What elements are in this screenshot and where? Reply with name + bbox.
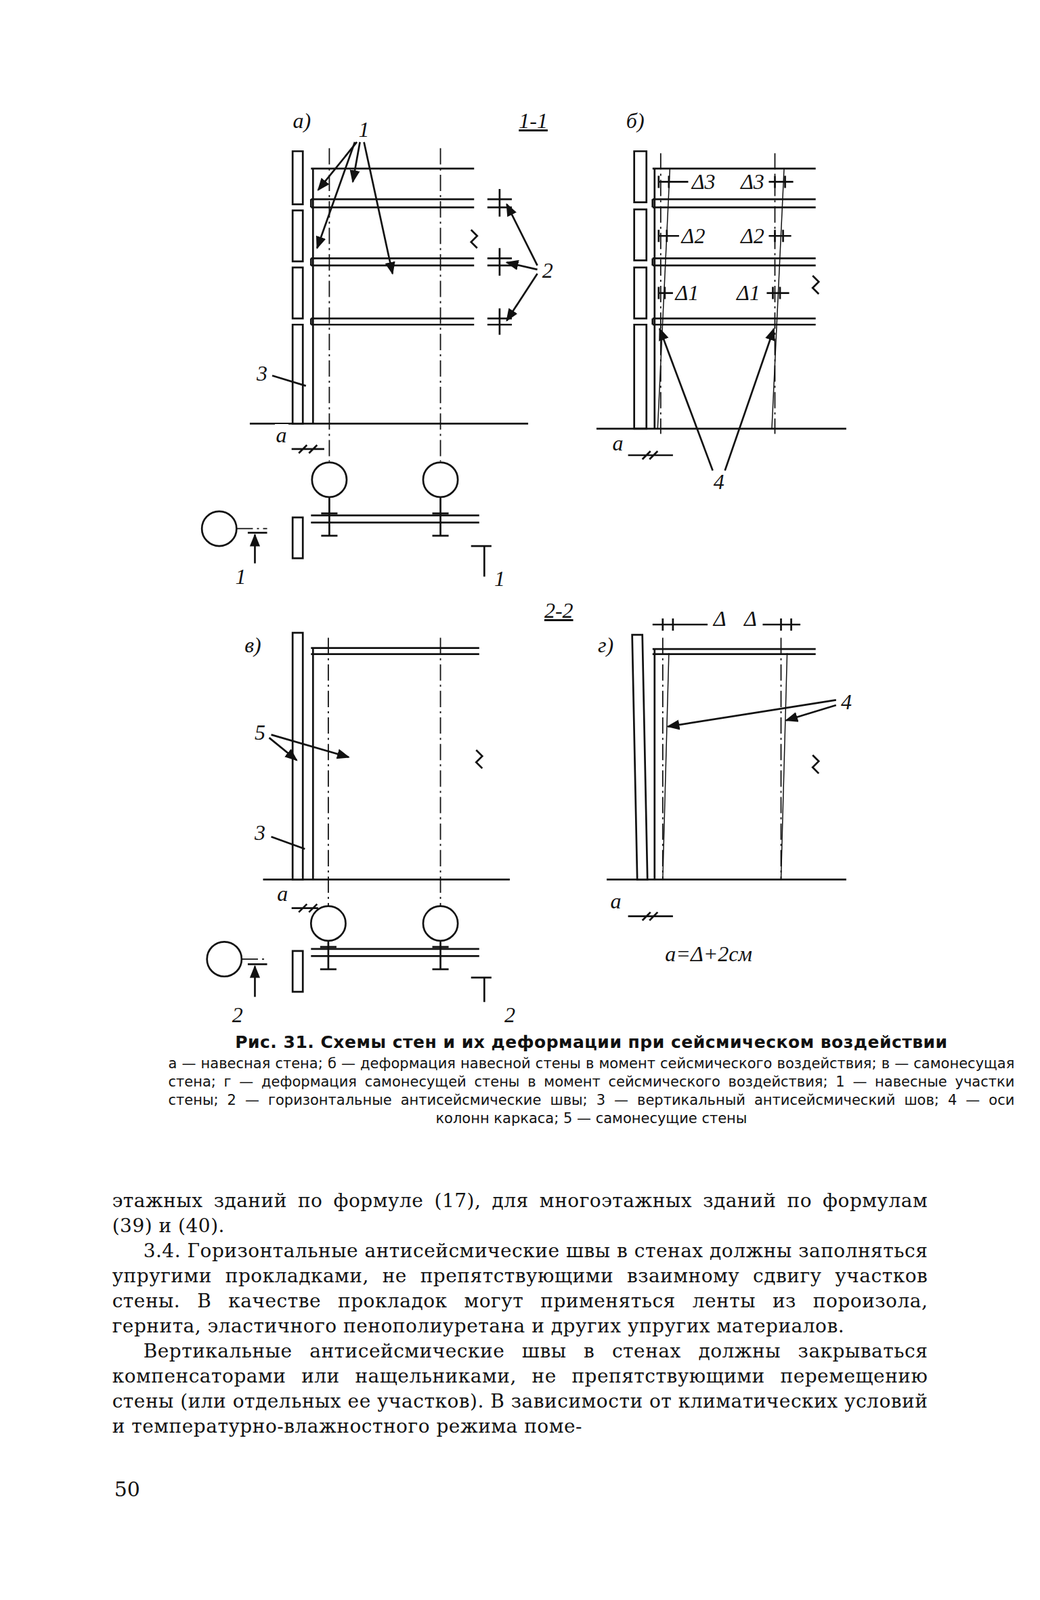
deformed-axes: [657, 168, 785, 429]
callout-label: Δ3: [739, 170, 766, 193]
plan-view: [201, 511, 480, 558]
callout-label: 5: [253, 721, 267, 743]
callout-label: 4: [712, 470, 726, 493]
break-mark: [812, 754, 819, 774]
leader-line: [725, 328, 774, 470]
paragraph: 3.4. Горизонтальные антисейсмические швы…: [112, 1237, 929, 1338]
callout-label: а=Δ+2см: [663, 942, 754, 965]
callout-label: 1: [357, 118, 372, 141]
leader-line: [272, 375, 307, 386]
callout-label: 1: [233, 565, 248, 588]
frame: [652, 648, 816, 879]
tilted-wall: [632, 634, 648, 879]
floor-slabs: [652, 168, 816, 429]
caption-key: а — навесная стена; б — деформация навес…: [167, 1054, 1015, 1128]
callout-label: а: [609, 889, 623, 912]
wall-panels: [634, 150, 647, 429]
callout-label: 4: [839, 690, 854, 713]
leader-line: [352, 142, 361, 183]
ground-line: [263, 878, 510, 881]
leader-line: [506, 273, 537, 321]
leader-line: [506, 204, 537, 266]
leader-line: [659, 328, 713, 470]
plan-axis: [236, 528, 267, 530]
callout-label: а: [274, 423, 289, 446]
column-axes: [662, 637, 782, 880]
callout-label: Δ: [742, 607, 759, 630]
leader-line: [271, 836, 306, 849]
column-axes: [660, 153, 776, 434]
ground-line: [606, 878, 847, 881]
plan-view: [207, 941, 480, 992]
callout-label: 3: [253, 821, 267, 843]
callout-label: б): [624, 109, 646, 132]
axis-circles: [312, 462, 458, 514]
page-number: 50: [114, 1476, 141, 1501]
body-text: этажных зданий по формуле (17), для мног…: [112, 1187, 929, 1439]
callout-label: 1: [492, 567, 507, 590]
leader-line: [506, 262, 537, 270]
frame: [310, 647, 479, 880]
callout-label: г): [596, 633, 615, 656]
leader-line: [318, 142, 357, 191]
deformed-axes: [662, 652, 788, 879]
leader-line: [786, 704, 837, 721]
dimension-line: [628, 450, 674, 460]
callout-label: Δ2: [680, 224, 707, 247]
callout-label: 2: [540, 259, 555, 281]
axis-circles: [310, 905, 458, 947]
ground-line: [596, 427, 847, 430]
callout-label: а): [291, 109, 313, 132]
leader-line: [667, 699, 836, 726]
paragraph: этажных зданий по формуле (17), для мног…: [112, 1187, 929, 1238]
callout-label: Δ2: [739, 224, 766, 247]
column-axes: [328, 637, 441, 906]
callout-label: 2: [230, 1003, 245, 1026]
callout-label: Δ1: [674, 281, 701, 304]
leader-line: [271, 734, 349, 757]
self-supporting-wall: [292, 632, 303, 879]
drawing-lines: [201, 142, 847, 1002]
callout-label: Δ: [712, 607, 728, 630]
section-mark: [247, 962, 268, 965]
shift-dimensions: [658, 175, 794, 299]
ground-line: [249, 422, 529, 425]
leader-line: [364, 142, 393, 274]
callout-label: в): [243, 633, 263, 656]
section-mark: [471, 977, 492, 1002]
leader-line: [316, 142, 355, 249]
section-mark: [247, 531, 268, 534]
callout-label: 3: [255, 362, 269, 384]
section-mark: [253, 534, 256, 563]
floor-slabs: [310, 168, 474, 424]
plan-axis: [241, 958, 268, 960]
break-mark: [471, 229, 478, 248]
callout-label: Δ1: [735, 281, 762, 304]
callout-label: 2: [503, 1003, 517, 1026]
dimension-line: [291, 903, 319, 913]
callout-label: а: [611, 431, 625, 454]
break-mark: [812, 275, 819, 294]
section-mark: [253, 965, 256, 996]
figure-caption: Рис. 31. Схемы стен и их деформации при …: [163, 1031, 1020, 1052]
callout-label: а: [275, 882, 290, 904]
dimension-line: [628, 912, 674, 921]
section-title: 1-1: [517, 109, 550, 132]
section-title: 2-2: [543, 599, 575, 621]
break-mark: [475, 749, 483, 768]
section-mark: [471, 545, 492, 577]
column-axes: [329, 148, 441, 462]
paragraph: Вертикальные антисейсмические швы в стен…: [112, 1337, 929, 1439]
dimension-line: [291, 444, 325, 453]
callout-label: Δ3: [690, 170, 718, 193]
